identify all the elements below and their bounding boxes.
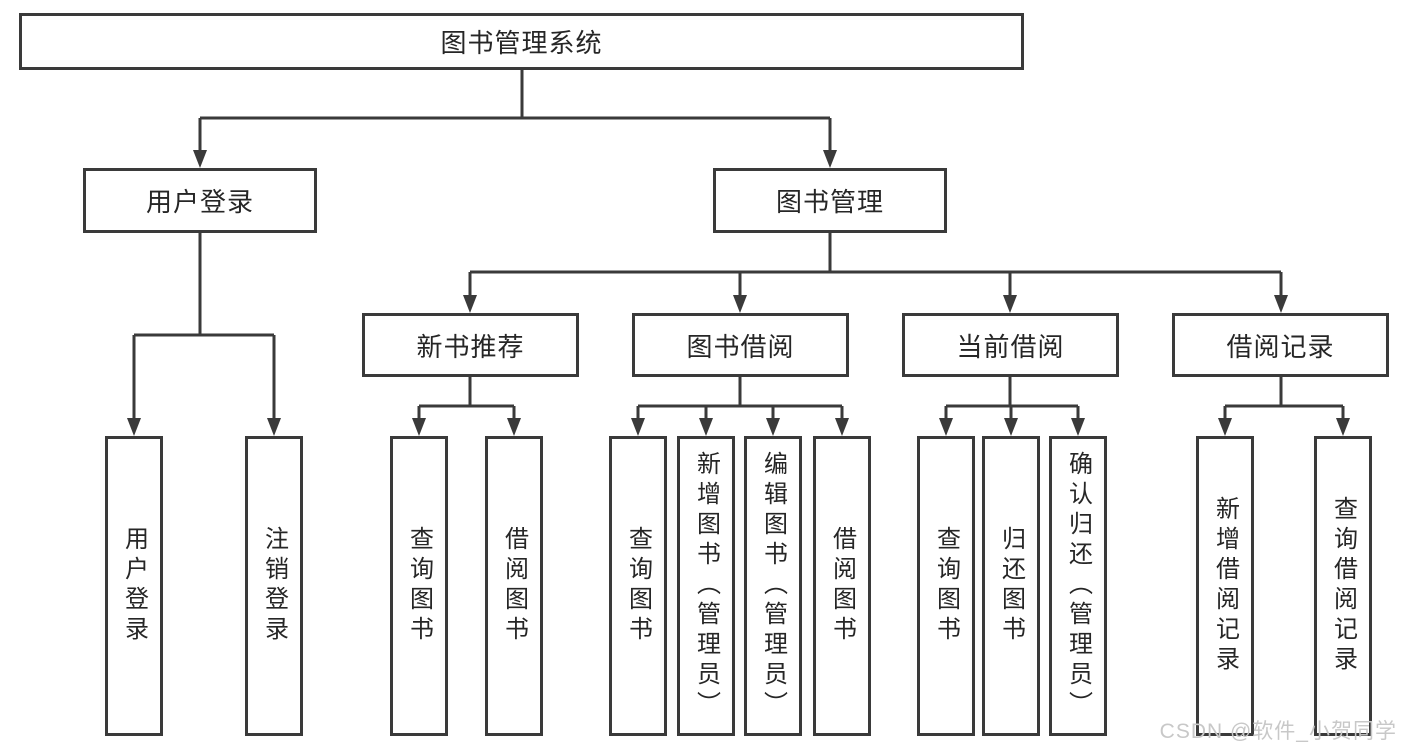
node-user-login: 用户登录	[83, 168, 317, 233]
node-book-management: 图书管理	[713, 168, 947, 233]
leaf-newbook-query: 查询图书	[390, 436, 448, 736]
leaf-newbook-query-label: 查询图书	[405, 526, 433, 646]
leaf-current-confirm-return: 确认归还（管理员）	[1049, 436, 1107, 736]
leaf-current-return-label: 归还图书	[997, 526, 1025, 646]
node-user-login-label: 用户登录	[145, 187, 254, 217]
leaf-borrow-book-label: 借阅图书	[828, 526, 856, 646]
connector-user-login-to-leaves	[132, 233, 276, 420]
arrow-down-icon	[412, 418, 426, 436]
arrow-down-icon	[1071, 418, 1085, 436]
node-current-borrow: 当前借阅	[902, 313, 1119, 377]
arrow-down-icon	[1218, 418, 1232, 436]
arrow-down-icon	[699, 418, 713, 436]
leaf-current-confirm-return-label: 确认归还（管理员）	[1064, 451, 1092, 721]
leaf-record-add-label: 新增借阅记录	[1211, 496, 1239, 676]
arrow-down-icon	[463, 295, 477, 313]
arrow-down-icon	[1003, 295, 1017, 313]
leaf-current-query-label: 查询图书	[932, 526, 960, 646]
connector-root-to-level2	[198, 70, 832, 152]
node-book-borrow: 图书借阅	[632, 313, 849, 377]
leaf-borrow-add-book-label: 新增图书（管理员）	[692, 451, 720, 721]
leaf-newbook-borrow-label: 借阅图书	[500, 526, 528, 646]
arrow-down-icon	[766, 418, 780, 436]
csdn-watermark: CSDN @软件_小贺同学	[1159, 720, 1397, 743]
arrow-down-icon	[835, 418, 849, 436]
leaf-logout-label: 注销登录	[260, 526, 288, 646]
arrow-down-icon	[127, 418, 141, 436]
leaf-borrow-edit-book: 编辑图书（管理员）	[744, 436, 802, 736]
connector-book-borrow-to-leaves	[636, 377, 844, 420]
node-root: 图书管理系统	[19, 13, 1024, 70]
node-book-management-label: 图书管理	[775, 187, 884, 217]
connector-borrow-records-to-leaves	[1223, 377, 1345, 420]
arrow-down-icon	[939, 418, 953, 436]
leaf-borrow-add-book: 新增图书（管理员）	[677, 436, 735, 736]
leaf-current-query: 查询图书	[917, 436, 975, 736]
arrow-down-icon	[631, 418, 645, 436]
leaf-logout: 注销登录	[245, 436, 303, 736]
arrow-down-icon	[1274, 295, 1288, 313]
arrow-down-icon	[507, 418, 521, 436]
node-current-borrow-label: 当前借阅	[956, 331, 1065, 362]
arrow-down-icon	[823, 150, 837, 168]
connector-book-management-to-level3	[468, 233, 1283, 297]
leaf-current-return: 归还图书	[982, 436, 1040, 736]
leaf-user-login-label: 用户登录	[120, 526, 148, 646]
leaf-user-login: 用户登录	[105, 436, 163, 736]
node-root-label: 图书管理系统	[440, 28, 603, 58]
arrow-down-icon	[1336, 418, 1350, 436]
leaf-borrow-edit-book-label: 编辑图书（管理员）	[759, 451, 787, 721]
arrow-down-icon	[733, 295, 747, 313]
arrow-down-icon	[193, 150, 207, 168]
leaf-record-query: 查询借阅记录	[1314, 436, 1372, 736]
node-borrow-records-label: 借阅记录	[1226, 331, 1335, 362]
leaf-record-add: 新增借阅记录	[1196, 436, 1254, 736]
leaf-borrow-query: 查询图书	[609, 436, 667, 736]
node-new-book-recommend: 新书推荐	[362, 313, 579, 377]
arrow-down-icon	[267, 418, 281, 436]
connector-current-borrow-to-leaves	[944, 377, 1080, 420]
node-new-book-recommend-label: 新书推荐	[416, 331, 525, 362]
arrow-down-icon	[1004, 418, 1018, 436]
leaf-borrow-book: 借阅图书	[813, 436, 871, 736]
node-borrow-records: 借阅记录	[1172, 313, 1389, 377]
connector-new-book-to-leaves	[417, 377, 516, 420]
node-book-borrow-label: 图书借阅	[686, 331, 795, 362]
leaf-borrow-query-label: 查询图书	[624, 526, 652, 646]
arrowhead-icons	[127, 150, 1350, 436]
leaf-newbook-borrow: 借阅图书	[485, 436, 543, 736]
leaf-record-query-label: 查询借阅记录	[1329, 496, 1357, 676]
